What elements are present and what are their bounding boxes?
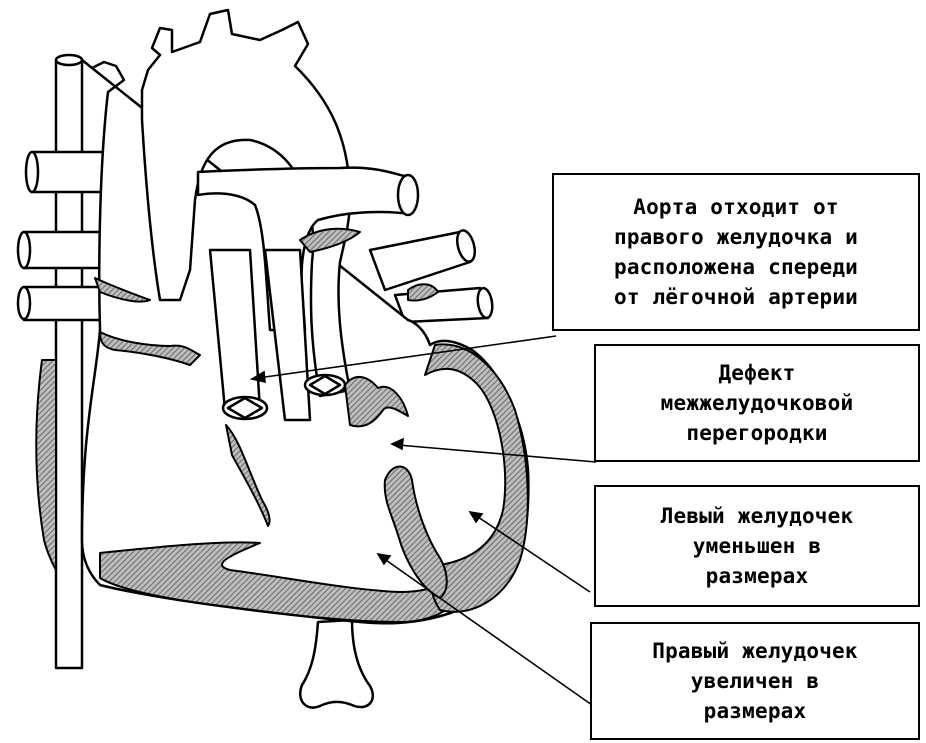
inferior-vena-cava <box>300 620 373 708</box>
label-box-vsd: Дефект межжелудочковой перегородки <box>594 344 920 462</box>
label-rv: Правый желудочек увеличен в размерах <box>652 636 858 726</box>
label-box-aorta: Аорта отходит от правого желудочка и рас… <box>552 173 920 331</box>
label-aorta: Аорта отходит от правого желудочка и рас… <box>614 192 858 312</box>
label-box-lv: Левый желудочек уменьшен в размерах <box>594 485 920 607</box>
label-box-rv: Правый желудочек увеличен в размерах <box>590 622 920 740</box>
label-vsd: Дефект межжелудочковой перегородки <box>661 358 854 448</box>
label-lv: Левый желудочек уменьшен в размерах <box>661 501 854 591</box>
right-atrium-wall <box>36 360 56 570</box>
superior-vena-cava <box>56 55 82 668</box>
